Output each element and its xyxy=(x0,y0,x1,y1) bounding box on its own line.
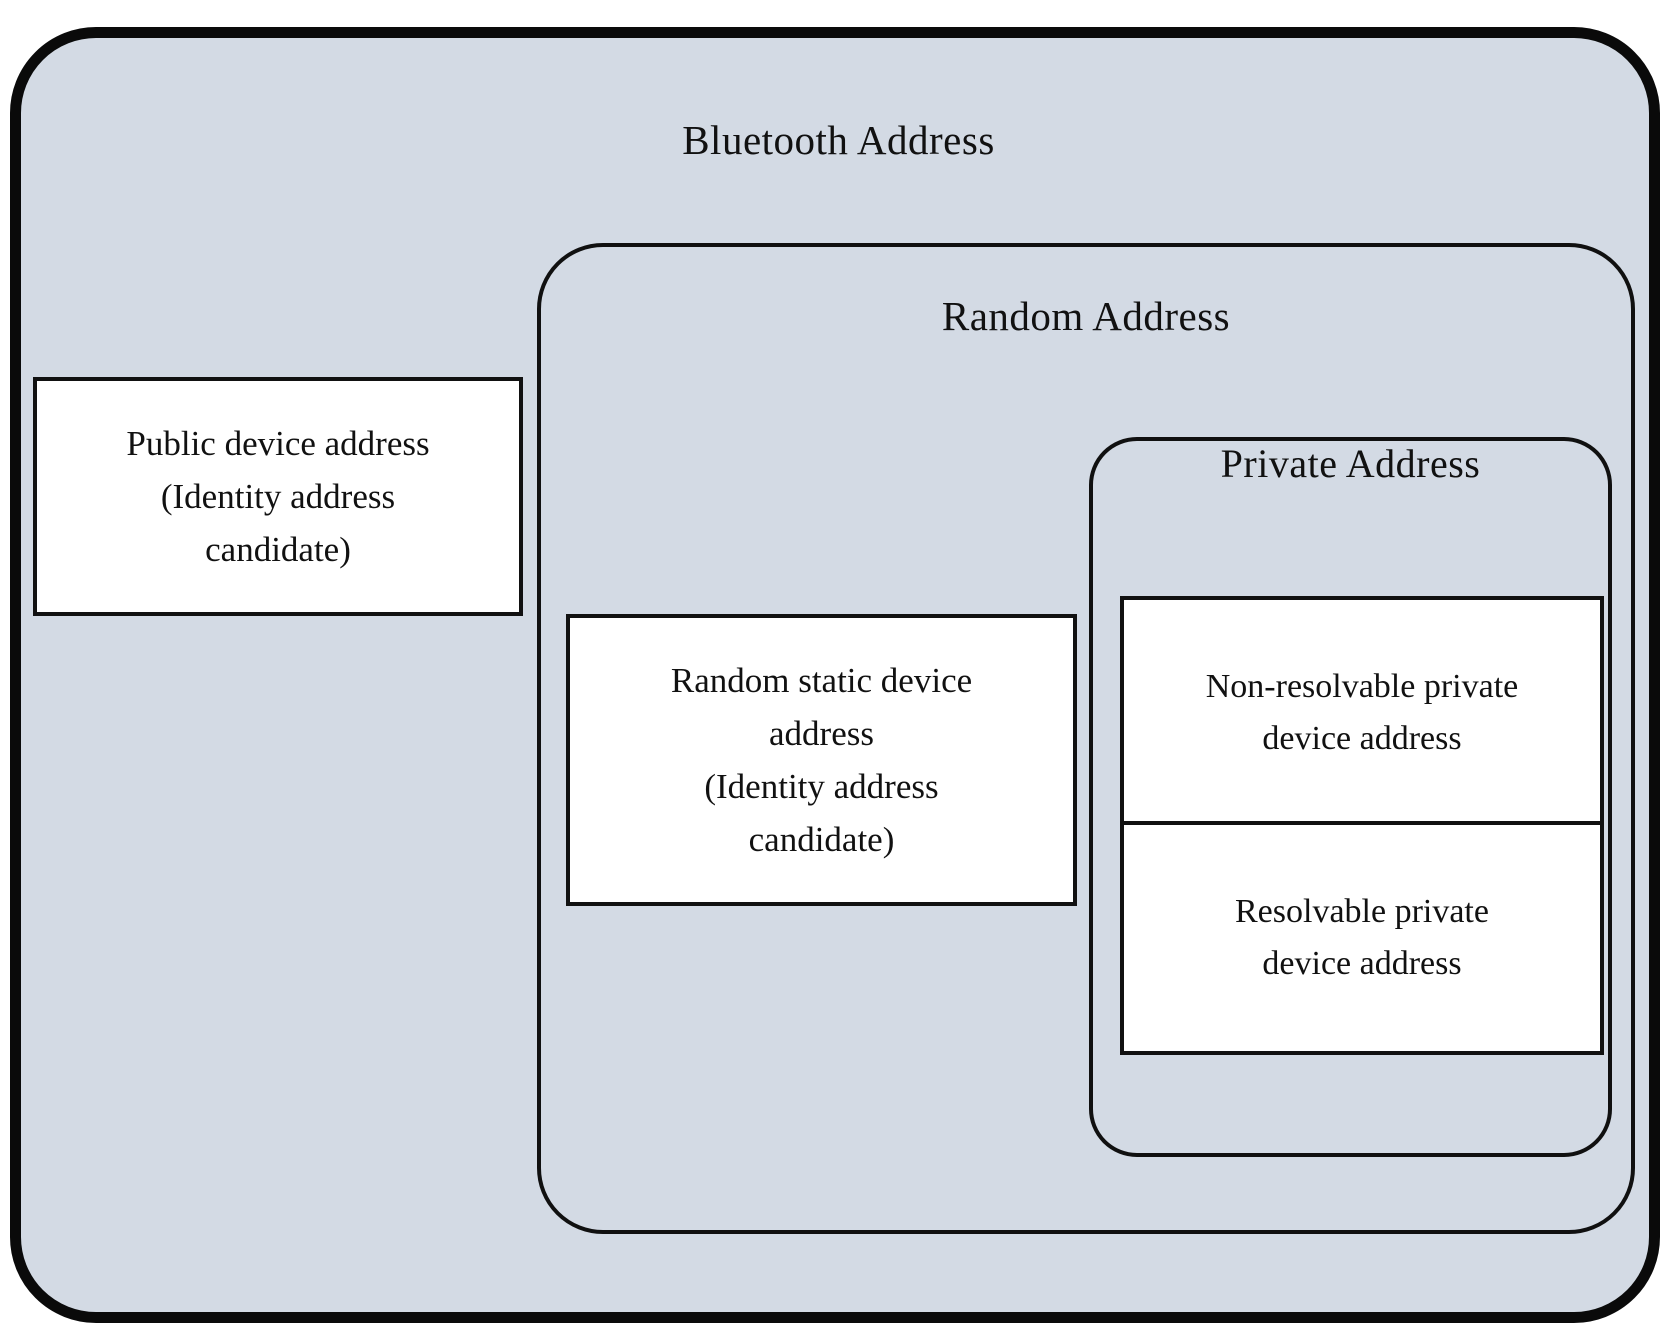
random-static-device-address-line-2: address xyxy=(769,713,874,753)
non-resolvable-private-device-address-line-2: device address xyxy=(1262,720,1462,757)
non-resolvable-private-device-address-box: Non-resolvable private device address xyxy=(1120,596,1604,830)
non-resolvable-private-device-address-line-1: Non-resolvable private xyxy=(1205,668,1519,706)
resolvable-private-device-address-line-2: device address xyxy=(1262,945,1462,982)
public-device-address-line-1: Public device address xyxy=(126,423,430,463)
public-device-address-line-2: (Identity address xyxy=(160,476,396,516)
random-static-device-address-line-4: candidate) xyxy=(748,820,895,860)
bluetooth-address-label: Bluetooth Address xyxy=(682,117,995,163)
public-device-address-box: Public device address (Identity address … xyxy=(33,377,523,616)
random-static-device-address-line-3: (Identity address xyxy=(704,767,939,806)
resolvable-private-device-address-line-1: Resolvable private xyxy=(1235,893,1489,931)
public-device-address-line-3: candidate) xyxy=(205,530,351,570)
random-address-label: Random Address xyxy=(941,293,1231,339)
resolvable-private-device-address-box: Resolvable private device address xyxy=(1120,821,1604,1055)
private-address-label: Private Address xyxy=(1220,441,1481,486)
random-static-device-address-box: Random static device address (Identity a… xyxy=(566,614,1077,906)
random-static-device-address-line-1: Random static device xyxy=(670,660,973,700)
